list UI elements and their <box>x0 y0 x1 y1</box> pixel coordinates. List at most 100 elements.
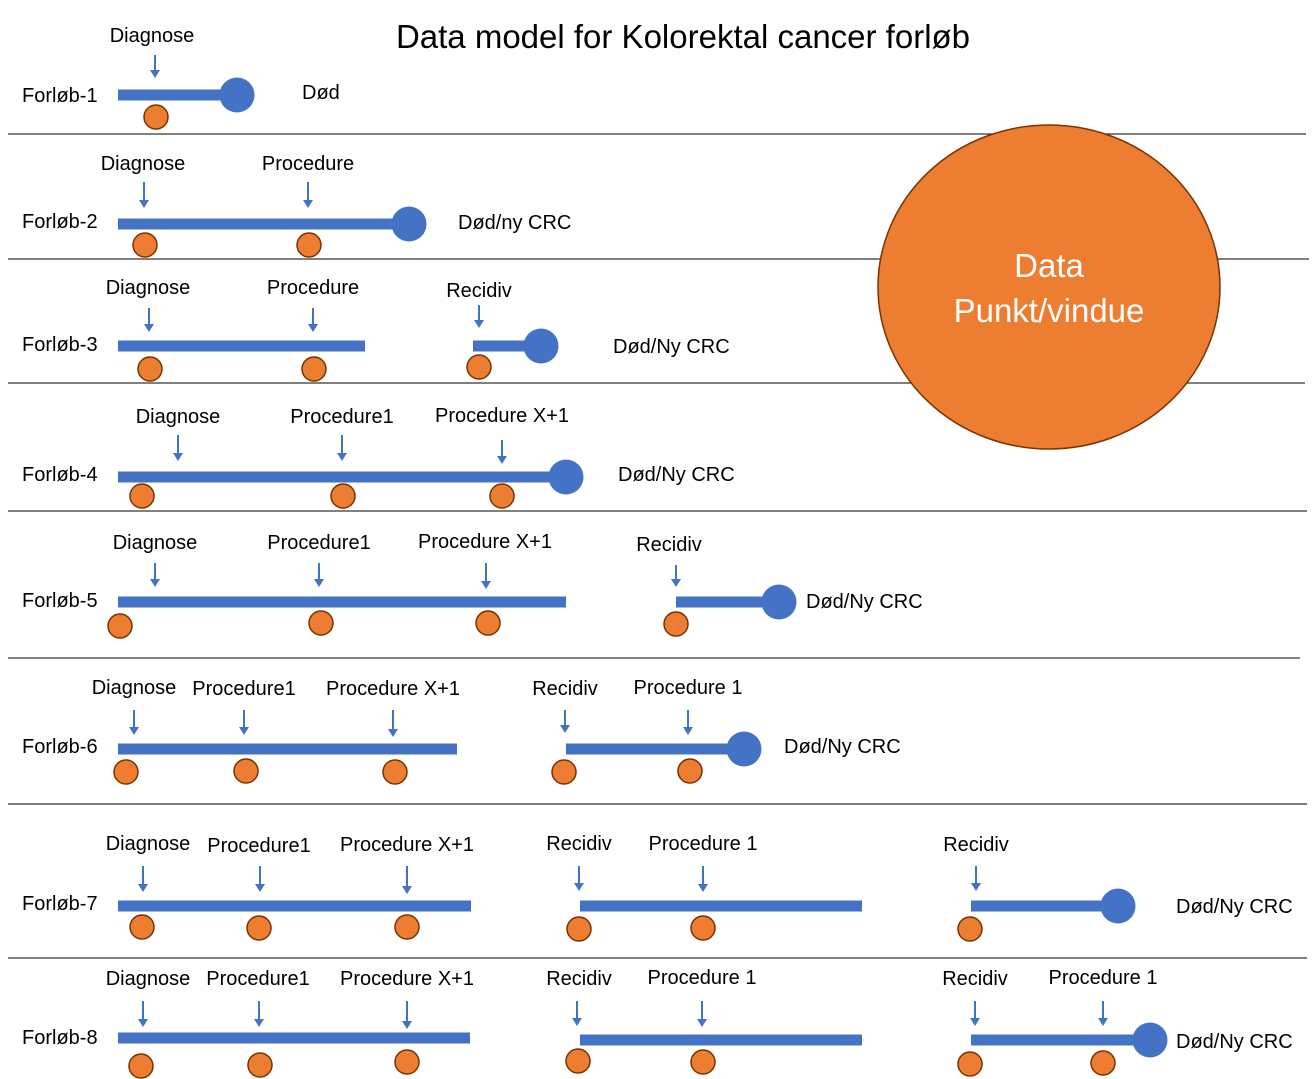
end-marker-icon <box>1132 1022 1168 1058</box>
arrow-down-icon <box>1098 1001 1108 1026</box>
legend-line2: Punkt/vindue <box>954 292 1145 329</box>
data-point-icon <box>690 915 716 941</box>
event-label: Diagnose <box>106 833 191 855</box>
end-marker-icon <box>523 328 559 364</box>
data-point-icon <box>330 483 356 509</box>
legend-data-point: Data Punkt/vindue <box>877 124 1221 450</box>
end-label: Død/ny CRC <box>458 212 571 234</box>
page-title: Data model for Kolorektal cancer forløb <box>395 18 971 55</box>
data-point-icon <box>143 104 169 130</box>
event-label: Procedure 1 <box>648 967 757 989</box>
data-point-icon <box>233 758 259 784</box>
arrow-down-icon <box>402 866 412 894</box>
arrow-down-icon <box>129 710 139 735</box>
row-label: Forløb-6 <box>22 736 98 758</box>
data-point-icon <box>475 610 501 636</box>
data-point-icon <box>129 914 155 940</box>
data-point-icon <box>382 759 408 785</box>
event-label: Recidiv <box>942 968 1008 990</box>
event-label: Procedure1 <box>267 532 370 554</box>
event-label: Diagnose <box>106 968 191 990</box>
data-point-icon <box>394 914 420 940</box>
arrow-down-icon <box>970 1001 980 1026</box>
end-label: Død/Ny CRC <box>613 336 730 358</box>
arrow-down-icon <box>683 710 693 735</box>
end-marker-icon <box>1100 888 1136 924</box>
data-point-icon <box>301 356 327 382</box>
data-point-icon <box>489 483 515 509</box>
arrow-down-icon <box>497 440 507 464</box>
data-point-icon <box>466 354 492 380</box>
arrow-down-icon <box>150 563 160 587</box>
forloeb-row-8: Forløb-8 Død/Ny CRC Diagnose Procedure1 Proc… <box>22 967 1293 1079</box>
event-label: Procedure X+1 <box>326 678 460 700</box>
event-label: Procedure <box>262 153 354 175</box>
event-label: Diagnose <box>101 153 186 175</box>
arrow-down-icon <box>671 565 681 587</box>
row-label: Forløb-4 <box>22 464 98 486</box>
arrow-down-icon <box>308 308 318 332</box>
event-label: Procedure1 <box>206 968 309 990</box>
event-label: Diagnose <box>136 406 221 428</box>
end-marker-icon <box>391 206 427 242</box>
event-label: Procedure X+1 <box>340 834 474 856</box>
event-label: Procedure1 <box>290 406 393 428</box>
arrow-down-icon <box>255 866 265 892</box>
data-point-icon <box>566 916 592 942</box>
data-point-icon <box>113 759 139 785</box>
event-label: Diagnose <box>106 277 191 299</box>
arrow-down-icon <box>150 55 160 78</box>
legend-line1: Data <box>1014 247 1084 284</box>
event-label: Procedure 1 <box>649 833 758 855</box>
arrow-down-icon <box>572 1001 582 1026</box>
event-label: Diagnose <box>113 532 198 554</box>
data-point-icon <box>957 916 983 942</box>
data-point-icon <box>132 232 158 258</box>
end-marker-icon <box>548 459 584 495</box>
arrow-down-icon <box>337 435 347 461</box>
event-label: Procedure1 <box>207 835 310 857</box>
data-point-icon <box>677 758 703 784</box>
legend-circle <box>877 124 1221 450</box>
arrow-down-icon <box>388 710 398 737</box>
event-label: Procedure X+1 <box>435 405 569 427</box>
arrow-down-icon <box>698 866 708 892</box>
row-label: Forløb-8 <box>22 1027 98 1049</box>
data-point-icon <box>129 483 155 509</box>
arrow-down-icon <box>173 435 183 461</box>
event-label: Recidiv <box>546 968 612 990</box>
arrow-down-icon <box>481 563 491 589</box>
data-point-icon <box>957 1051 983 1077</box>
event-label: Recidiv <box>446 280 512 302</box>
end-label: Død/Ny CRC <box>1176 1031 1293 1053</box>
end-label: Død/Ny CRC <box>806 591 923 613</box>
data-point-icon <box>128 1053 154 1079</box>
arrow-down-icon <box>138 1001 148 1027</box>
event-label: Procedure 1 <box>1049 967 1158 989</box>
event-label: Recidiv <box>943 834 1009 856</box>
data-point-icon <box>247 1052 273 1078</box>
event-label: Diagnose <box>92 677 177 699</box>
event-label: Procedure X+1 <box>340 968 474 990</box>
arrow-down-icon <box>402 1001 412 1029</box>
event-label: Recidiv <box>532 678 598 700</box>
data-point-icon <box>296 232 322 258</box>
data-point-icon <box>663 611 689 637</box>
arrow-down-icon <box>474 305 484 328</box>
end-label: Død/Ny CRC <box>784 736 901 758</box>
arrow-down-icon <box>139 182 149 208</box>
row-label: Forløb-1 <box>22 85 98 107</box>
data-point-icon <box>246 915 272 941</box>
event-label: Diagnose <box>110 25 195 47</box>
arrow-down-icon <box>314 563 324 587</box>
row-label: Forløb-3 <box>22 334 98 356</box>
event-label: Procedure 1 <box>634 677 743 699</box>
arrow-down-icon <box>560 710 570 733</box>
data-point-icon <box>690 1049 716 1075</box>
